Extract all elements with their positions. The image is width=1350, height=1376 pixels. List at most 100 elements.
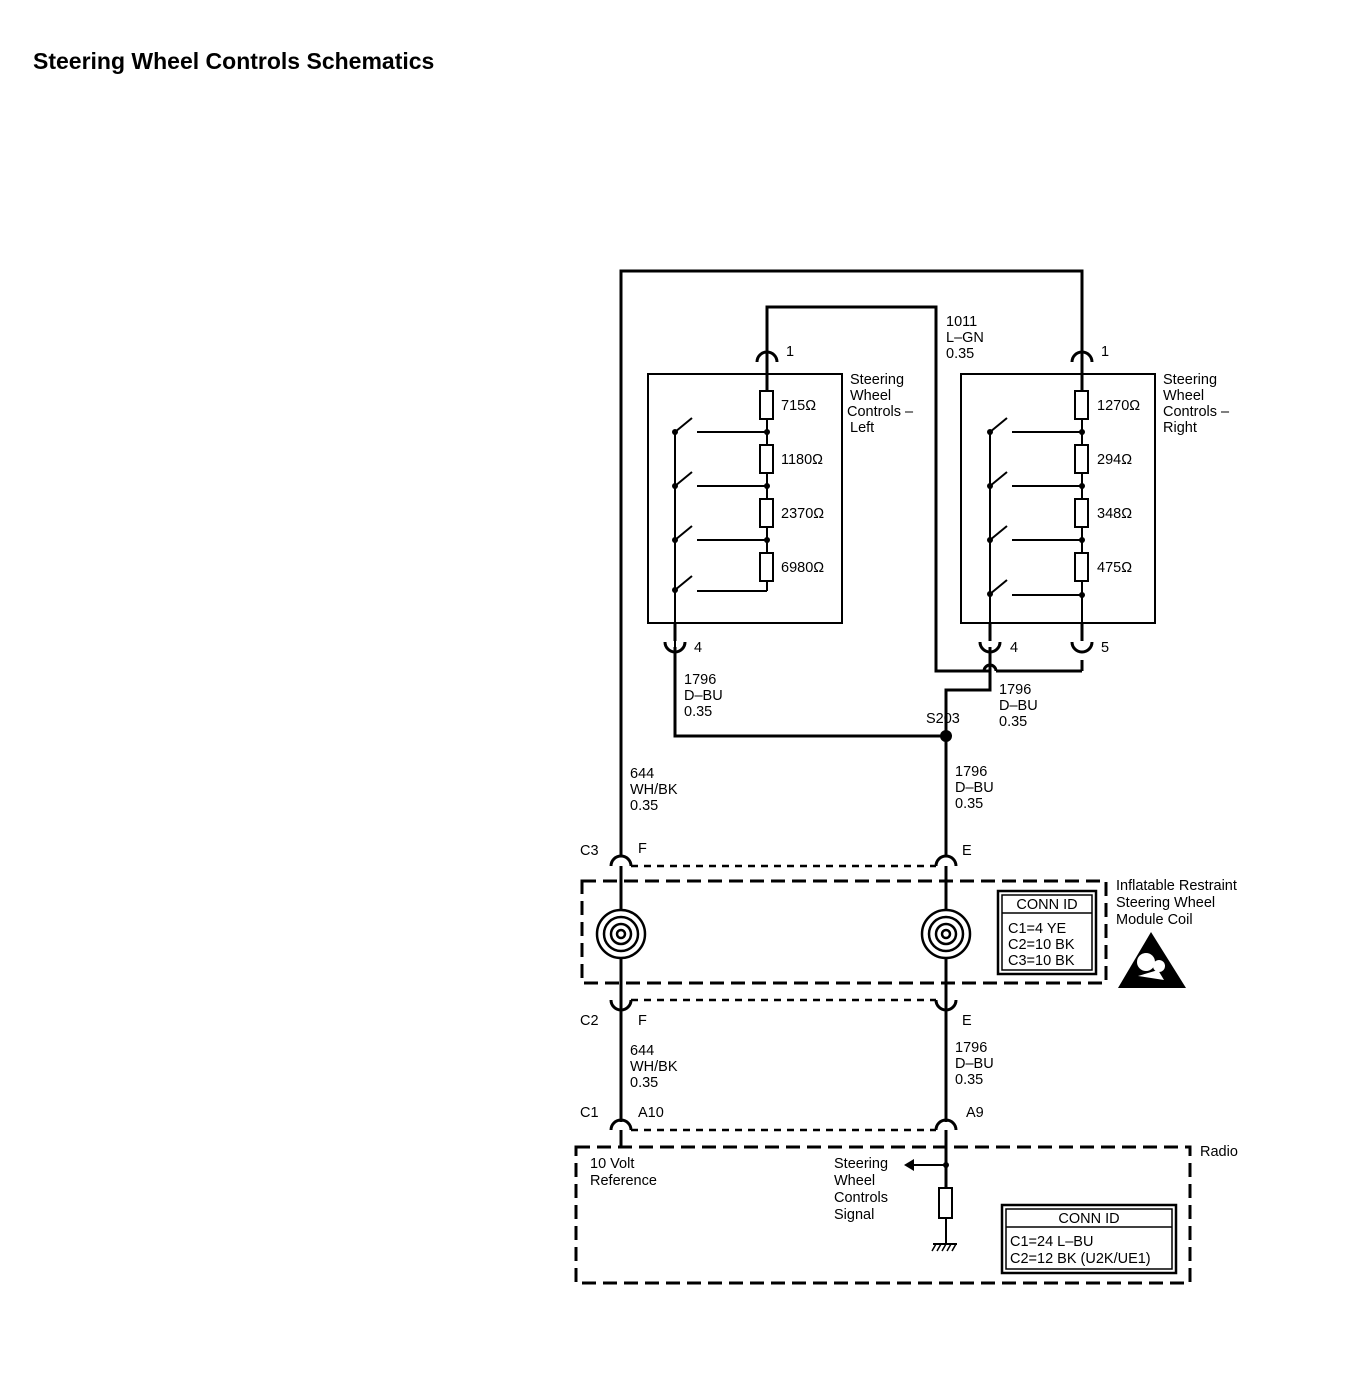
c1-pin-a10: A10 xyxy=(638,1105,664,1121)
resistor-475 xyxy=(1074,552,1089,582)
resistor-6980 xyxy=(759,552,774,582)
lower-wires: 644 WH/BK 0.35 1796 D–BU 0.35 xyxy=(619,1006,994,1122)
w1011-num: 1011 xyxy=(946,314,977,330)
resistor-294 xyxy=(1074,444,1089,474)
radio-ref-1: 10 Volt xyxy=(590,1156,634,1172)
coil-label-3: Module Coil xyxy=(1116,912,1193,928)
w1796-left-gauge: 0.35 xyxy=(684,704,712,720)
connector-c1: C1 A10 A9 xyxy=(580,1105,984,1132)
splice-label: S203 xyxy=(926,711,960,727)
splice-s203 xyxy=(940,730,952,742)
radio-label: Radio xyxy=(1200,1144,1238,1160)
swc-right-label-4: Right xyxy=(1163,420,1197,436)
coil-conn-c1: C1=4 YE xyxy=(1008,921,1067,937)
swc-left-label-2: Wheel xyxy=(850,388,891,404)
swc-right-pin5-connector xyxy=(1070,641,1094,654)
swc-left-label-3: Controls – xyxy=(847,404,914,420)
w1796-right-color: D–BU xyxy=(999,698,1038,714)
swc-right-pin1: 1 xyxy=(1101,344,1109,360)
w644-upper-gauge: 0.35 xyxy=(630,798,658,814)
clockspring-right-icon xyxy=(920,908,972,960)
w1011-color: L–GN xyxy=(946,330,984,346)
resistor-1270 xyxy=(1074,390,1089,420)
swc-left-label-4: Left xyxy=(850,420,874,436)
wire-1011: 1011 L–GN 0.35 xyxy=(765,305,1084,673)
c2-pin-f: F xyxy=(638,1013,647,1029)
ground-icon xyxy=(931,1243,957,1252)
radio-signal-2: Wheel xyxy=(834,1173,875,1189)
radio-conn-c2: C2=12 BK (U2K/UE1) xyxy=(1010,1251,1151,1267)
w1796-mid-num: 1796 xyxy=(955,764,987,780)
swc-right-module: 1 1270Ω 294Ω 348Ω 475Ω 4 5 xyxy=(960,344,1230,656)
swc-left-r3: 2370Ω xyxy=(781,506,824,522)
resistor-2370 xyxy=(759,498,774,528)
w1796-lower-gauge: 0.35 xyxy=(955,1072,983,1088)
w644-upper-num: 644 xyxy=(630,766,654,782)
coil-label-1: Inflatable Restraint xyxy=(1116,878,1237,894)
w644-upper-color: WH/BK xyxy=(630,782,678,798)
swc-right-r4: 475Ω xyxy=(1097,560,1132,576)
swc-left-r1: 715Ω xyxy=(781,398,816,414)
c3-pin-f: F xyxy=(638,841,647,857)
page-title: Steering Wheel Controls Schematics xyxy=(33,48,435,74)
radio-conn-c1: C1=24 L–BU xyxy=(1010,1234,1093,1250)
radio-signal-1: Steering xyxy=(834,1156,888,1172)
w644-lower-num: 644 xyxy=(630,1043,654,1059)
swc-right-pin1-connector xyxy=(1070,350,1094,363)
coil-label-2: Steering Wheel xyxy=(1116,895,1215,911)
swc-left-label-1: Steering xyxy=(850,372,904,388)
swc-right-r1: 1270Ω xyxy=(1097,398,1140,414)
coil-conn-c2: C2=10 BK xyxy=(1008,937,1075,953)
w1796-lower-num: 1796 xyxy=(955,1040,987,1056)
c3-label: C3 xyxy=(580,843,599,859)
w1796-left-color: D–BU xyxy=(684,688,723,704)
coil-conn-c3: C3=10 BK xyxy=(1008,953,1075,969)
coil-conn-id-title: CONN ID xyxy=(1016,897,1077,913)
swc-right-label-1: Steering xyxy=(1163,372,1217,388)
airbag-warning-icon xyxy=(1118,932,1186,988)
radio-signal-3: Controls xyxy=(834,1190,888,1206)
swc-left-pin1: 1 xyxy=(786,344,794,360)
swc-right-pin4: 4 xyxy=(1010,640,1018,656)
wire-644-top-loop xyxy=(619,269,1084,857)
w1796-mid-gauge: 0.35 xyxy=(955,796,983,812)
radio-resistor xyxy=(938,1187,953,1219)
w1796-lower-color: D–BU xyxy=(955,1056,994,1072)
swc-right-label-2: Wheel xyxy=(1163,388,1204,404)
resistor-715 xyxy=(759,390,774,420)
swc-right-r3: 348Ω xyxy=(1097,506,1132,522)
w1796-right-gauge: 0.35 xyxy=(999,714,1027,730)
radio-conn-id-title: CONN ID xyxy=(1058,1211,1119,1227)
connector-c3: C3 F E xyxy=(580,841,972,868)
radio-conn-id-box: CONN ID C1=24 L–BU C2=12 BK (U2K/UE1) xyxy=(1000,1203,1178,1275)
connector-c2: C2 F E xyxy=(580,998,972,1029)
w1796-right-num: 1796 xyxy=(999,682,1031,698)
resistor-348 xyxy=(1074,498,1089,528)
radio-ref-2: Reference xyxy=(590,1173,657,1189)
swc-right-r2: 294Ω xyxy=(1097,452,1132,468)
swc-right-label-3: Controls – xyxy=(1163,404,1230,420)
swc-left-pin1-connector xyxy=(755,350,779,363)
swc-left-r4: 6980Ω xyxy=(781,560,824,576)
coil-conn-id-box: CONN ID C1=4 YE C2=10 BK C3=10 BK xyxy=(996,889,1098,976)
resistor-1180 xyxy=(759,444,774,474)
signal-arrow-icon xyxy=(904,1159,914,1171)
clockspring-left-icon xyxy=(595,908,647,960)
radio-module: Radio 10 Volt Reference Steering Wheel C… xyxy=(574,1130,1238,1285)
radio-signal-4: Signal xyxy=(834,1207,874,1223)
c2-label: C2 xyxy=(580,1013,599,1029)
c3-pin-e: E xyxy=(962,843,972,859)
coil-module: CONN ID C1=4 YE C2=10 BK C3=10 BK Inflat… xyxy=(580,866,1237,1006)
c1-label: C1 xyxy=(580,1105,599,1121)
swc-left-module: 1 715Ω 1180Ω 2370Ω 6980Ω 4 xyxy=(647,344,914,656)
w1796-left-num: 1796 xyxy=(684,672,716,688)
w1796-mid-color: D–BU xyxy=(955,780,994,796)
swc-left-pin4: 4 xyxy=(694,640,702,656)
c1-pin-a9: A9 xyxy=(966,1105,984,1121)
wire-1796-harness: S203 1796 D–BU 0.35 1796 D–BU 0.35 1796 … xyxy=(630,647,1038,857)
swc-right-pin5: 5 xyxy=(1101,640,1109,656)
w644-lower-gauge: 0.35 xyxy=(630,1075,658,1091)
w1011-gauge: 0.35 xyxy=(946,346,974,362)
c2-pin-e: E xyxy=(962,1013,972,1029)
